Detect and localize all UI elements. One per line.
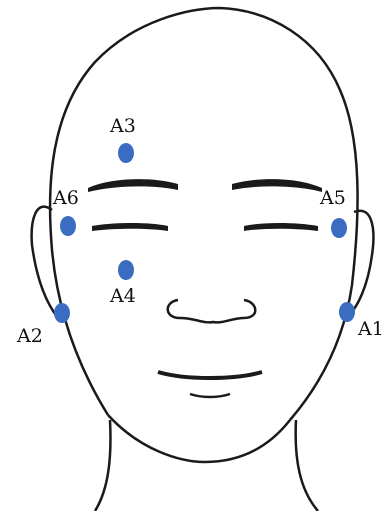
point-a4-dot xyxy=(118,260,134,280)
neck-right xyxy=(296,420,318,511)
lower-lip xyxy=(190,394,230,397)
point-a5-label: A5 xyxy=(320,189,346,208)
head-outline xyxy=(50,8,358,420)
nose xyxy=(168,300,256,322)
point-a2-label: A2 xyxy=(17,327,43,346)
point-a1-dot xyxy=(339,302,355,322)
right-eye xyxy=(244,223,318,231)
left-eyebrow xyxy=(88,179,178,192)
left-eye xyxy=(92,223,168,231)
point-a6-label: A6 xyxy=(53,189,79,208)
chin-outline xyxy=(108,415,290,462)
neck-left xyxy=(95,420,110,511)
point-a2-dot xyxy=(54,303,70,323)
point-a5-dot xyxy=(331,218,347,238)
point-a3-label: A3 xyxy=(110,117,136,136)
point-a1-label: A1 xyxy=(358,320,384,339)
point-a4-label: A4 xyxy=(110,287,136,306)
mouth xyxy=(158,372,262,378)
point-a3-dot xyxy=(118,143,134,163)
right-eyebrow xyxy=(232,179,322,192)
point-a6-dot xyxy=(60,216,76,236)
